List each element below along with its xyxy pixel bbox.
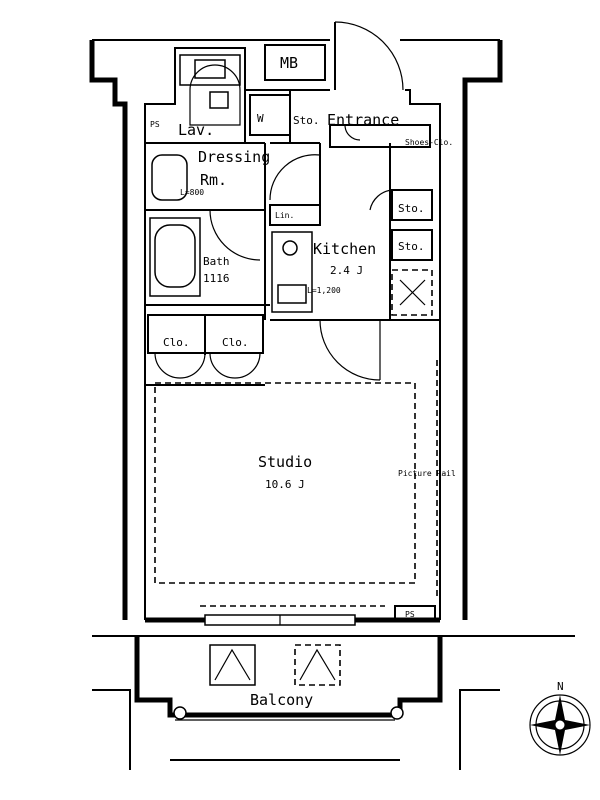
label-shoes-clo: Shoes-Clo. — [405, 138, 453, 147]
kitchen-counter — [271, 231, 313, 313]
studio-door — [319, 319, 381, 381]
mb-box — [264, 44, 326, 81]
label-north: N — [557, 680, 564, 693]
dressing-fixture — [151, 154, 188, 201]
label-clo-1: Clo. — [163, 336, 190, 349]
ps-bottom-box — [394, 605, 436, 621]
balcony-structure — [92, 636, 500, 770]
label-w: W — [257, 112, 264, 125]
kitchen-sto-1 — [391, 189, 433, 221]
label-basin-note: L=800 — [180, 188, 204, 197]
label-rm: Rm. — [200, 171, 227, 189]
label-ps-bottom: PS — [405, 610, 415, 619]
label-sto-kitchen-2: Sto. — [398, 240, 425, 253]
label-studio: Studio — [258, 453, 312, 471]
label-bath: Bath — [203, 255, 230, 268]
outer-walls — [89, 39, 575, 637]
label-sto-kitchen-1: Sto. — [398, 202, 425, 215]
label-lav: Lav. — [178, 121, 214, 139]
closet-doors — [147, 314, 264, 379]
studio-area — [154, 382, 416, 584]
linen-closet — [269, 204, 321, 226]
label-kitchen: Kitchen — [313, 240, 376, 258]
north-compass-icon — [529, 694, 591, 756]
balcony-window — [200, 605, 385, 626]
label-mb: MB — [280, 54, 298, 72]
label-linen: Lin. — [275, 211, 294, 220]
washer-space — [249, 94, 291, 136]
label-dressing: Dressing — [198, 148, 270, 166]
label-entrance: Entrance — [327, 111, 399, 129]
label-kitchen-note: L=1,200 — [307, 286, 341, 295]
kitchen-door-arc — [369, 189, 393, 211]
label-kitchen-size: 2.4 J — [330, 264, 363, 277]
ac-space — [294, 644, 341, 686]
label-clo-2: Clo. — [222, 336, 249, 349]
label-bath-size: 1116 — [203, 272, 230, 285]
kitchen-sto-2 — [391, 229, 433, 261]
label-ps-top: PS — [150, 120, 160, 129]
label-picture-rail: Picture Rail — [398, 469, 456, 478]
bathtub — [149, 217, 201, 297]
label-sto-entrance: Sto. — [293, 114, 320, 127]
lavatory — [179, 54, 241, 126]
label-studio-size: 10.6 J — [265, 478, 305, 491]
label-balcony: Balcony — [250, 691, 313, 709]
entrance-door — [334, 21, 404, 91]
shoes-closet — [329, 124, 431, 148]
dressing-door-arc-2 — [269, 154, 321, 201]
fridge-space — [391, 269, 433, 316]
ac-outdoor-unit — [209, 644, 256, 686]
dressing-door-arc — [209, 209, 261, 261]
